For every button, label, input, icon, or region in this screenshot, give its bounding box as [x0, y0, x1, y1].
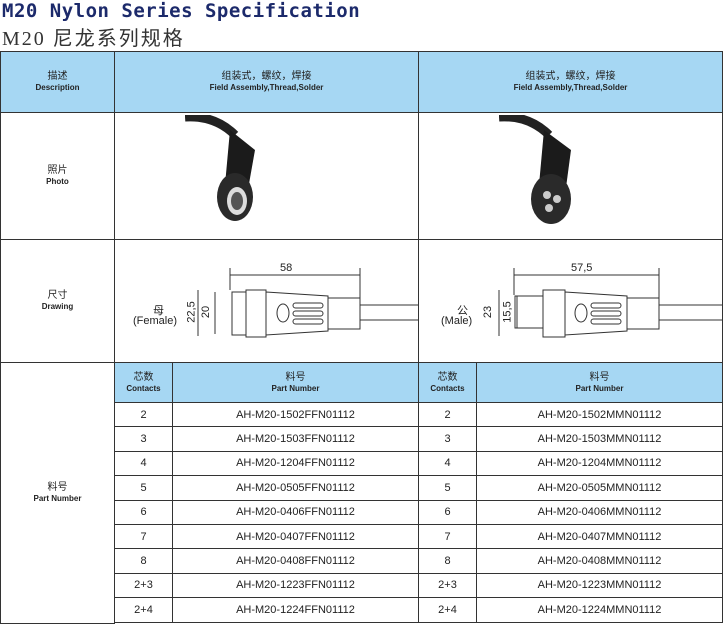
- col-en: Field Assembly,Thread,Solder: [209, 83, 324, 92]
- female-label-en: (Female): [133, 315, 178, 327]
- photo-cn: 照片: [47, 165, 68, 176]
- drawing-cn: 尺寸: [47, 290, 68, 301]
- part-number-cell: AH-M20-1204FFN01112: [172, 450, 419, 477]
- drawing-en: Drawing: [41, 302, 74, 311]
- contacts-cell: 5: [418, 475, 477, 501]
- contacts-cell: 2+3: [114, 572, 173, 599]
- female-connector-image: [185, 115, 255, 221]
- col-cn: 组装式，螺纹，焊接: [525, 71, 616, 82]
- contacts-cell: 7: [418, 524, 477, 550]
- female-drawing-svg: [197, 268, 418, 338]
- contacts-cell: 4: [114, 450, 173, 477]
- pn-en: Part Number: [575, 383, 624, 393]
- male-photo: [418, 112, 723, 240]
- contacts-cell: 5: [114, 475, 173, 501]
- contacts-cell: 6: [418, 499, 477, 525]
- part-number-cell: AH-M20-1502MMN01112: [476, 402, 723, 428]
- contacts-cell: 3: [418, 426, 477, 452]
- photo-label: 照片 Photo: [0, 112, 115, 240]
- header-male: 组装式，螺纹，焊接 Field Assembly,Thread,Solder: [418, 51, 723, 113]
- male-connector-image: [499, 115, 571, 224]
- contacts-cell: 8: [418, 548, 477, 574]
- contacts-cell: 2: [418, 402, 477, 428]
- part-number-cell: AH-M20-1502FFN01112: [172, 402, 419, 428]
- part-number-cell: AH-M20-0407MMN01112: [476, 524, 723, 550]
- part-number-label: 料号 Part Number: [0, 362, 115, 624]
- part-number-cell: AH-M20-0407FFN01112: [172, 524, 419, 550]
- contacts-cell: 2: [114, 402, 173, 428]
- part-number-cell: AH-M20-1224MMN01112: [476, 597, 723, 623]
- contacts-cn: 芯数: [133, 371, 154, 383]
- part-number-cell: AH-M20-1223MMN01112: [476, 572, 723, 599]
- part-number-cell: AH-M20-0406MMN01112: [476, 499, 723, 525]
- contacts-cell: 2+4: [114, 597, 173, 623]
- part-number-cell: AH-M20-0408MMN01112: [476, 548, 723, 574]
- male-label-cn: 公: [457, 305, 468, 317]
- female-photo: [114, 112, 419, 240]
- contacts-cell: 3: [114, 426, 173, 452]
- desc-cn: 描述: [47, 71, 68, 82]
- photo-en: Photo: [46, 177, 69, 186]
- desc-en: Description: [35, 83, 80, 92]
- part-number-cell: AH-M20-1204MMN01112: [476, 450, 723, 477]
- contacts-en: Contacts: [430, 383, 465, 393]
- part-number-cell: AH-M20-0505MMN01112: [476, 475, 723, 501]
- contacts-en: Contacts: [126, 383, 161, 393]
- part-number-cell: AH-M20-1224FFN01112: [172, 597, 419, 623]
- contacts-cell: 4: [418, 450, 477, 477]
- part-number-cell: AH-M20-0408FFN01112: [172, 548, 419, 574]
- part-number-cell: AH-M20-1503FFN01112: [172, 426, 419, 452]
- part-number-cell: AH-M20-0406FFN01112: [172, 499, 419, 525]
- contacts-cn: 芯数: [437, 371, 458, 383]
- header-description: 描述 Description: [0, 51, 115, 113]
- page-title: M20 Nylon Series Specification: [2, 0, 361, 22]
- drawing-label: 尺寸 Drawing: [0, 239, 115, 363]
- pn-cn: 料号: [285, 371, 306, 383]
- contacts-cell: 8: [114, 548, 173, 574]
- dim-inner: 15,5: [501, 301, 514, 323]
- col-cn: 组装式，螺纹，焊接: [221, 71, 312, 82]
- male-drawing: 57,5 23 15,5 公 (Male): [418, 239, 723, 363]
- contacts-cell: 7: [114, 524, 173, 550]
- page-subtitle: M20 尼龙系列规格: [2, 28, 185, 50]
- part-cn: 料号: [47, 482, 68, 493]
- col-en: Field Assembly,Thread,Solder: [513, 83, 628, 92]
- dim-inner: 20: [200, 305, 213, 319]
- header-female: 组装式，螺纹，焊接 Field Assembly,Thread,Solder: [114, 51, 419, 113]
- contacts-cell: 2+4: [418, 597, 477, 623]
- contacts-cell: 6: [114, 499, 173, 525]
- dim-length: 58: [280, 262, 293, 274]
- pn-en: Part Number: [271, 383, 320, 393]
- part-number-header: 料号 Part Number: [476, 362, 723, 403]
- dim-outer: 23: [482, 305, 495, 319]
- male-label-en: (Male): [441, 315, 473, 327]
- part-number-cell: AH-M20-0505FFN01112: [172, 475, 419, 501]
- contacts-header: 芯数 Contacts: [418, 362, 477, 403]
- male-drawing-svg: [498, 268, 722, 338]
- part-number-cell: AH-M20-1503MMN01112: [476, 426, 723, 452]
- contacts-cell: 2+3: [418, 572, 477, 599]
- female-drawing: 58 22,5 20 母 (Female): [114, 239, 419, 363]
- dim-outer: 22,5: [185, 301, 198, 323]
- female-label-cn: 母: [153, 305, 164, 317]
- part-number-cell: AH-M20-1223FFN01112: [172, 572, 419, 599]
- contacts-header: 芯数 Contacts: [114, 362, 173, 403]
- part-en: Part Number: [33, 494, 82, 503]
- part-number-header: 料号 Part Number: [172, 362, 419, 403]
- dim-length: 57,5: [571, 262, 593, 274]
- pn-cn: 料号: [589, 371, 610, 383]
